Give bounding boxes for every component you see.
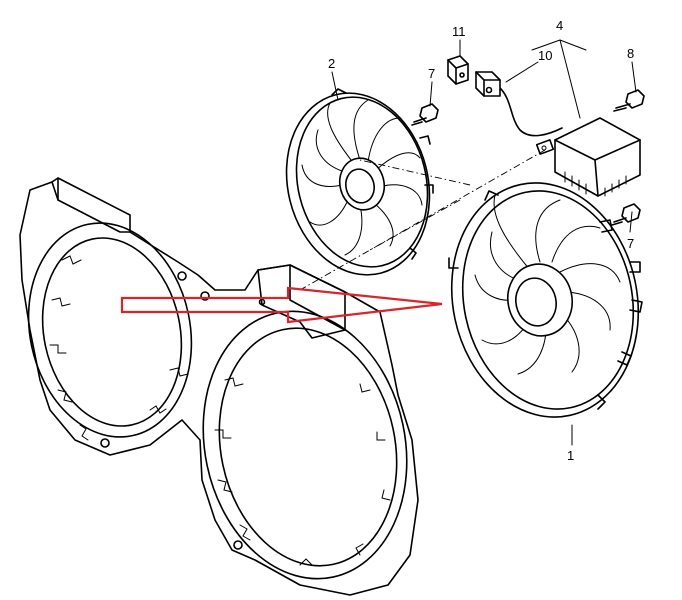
- callout-8: 8: [627, 46, 634, 61]
- connector-11: [447, 55, 469, 85]
- bolt-7-upper: [411, 103, 439, 126]
- bolt-7-lower: [611, 203, 641, 226]
- callout-10: 10: [538, 48, 552, 63]
- fan-shroud: [19, 177, 419, 596]
- assembly-centerlines: [299, 149, 546, 291]
- bolt-8: [613, 89, 645, 112]
- fan-1: [448, 182, 643, 418]
- callout-labels: 2 7 11 4 10 8 7 1: [328, 18, 634, 463]
- fan-control-module: [535, 117, 641, 197]
- callout-11: 11: [452, 24, 466, 39]
- callout-1: 1: [567, 448, 574, 463]
- callout-4: 4: [556, 18, 563, 33]
- callout-7-upper: 7: [428, 66, 435, 81]
- callout-2: 2: [328, 56, 335, 71]
- leader-lines: [331, 39, 637, 446]
- fan-2: [285, 88, 434, 276]
- highlight-arrow: [120, 286, 443, 324]
- callout-7-lower: 7: [627, 236, 634, 251]
- wiring-harness: [475, 71, 563, 137]
